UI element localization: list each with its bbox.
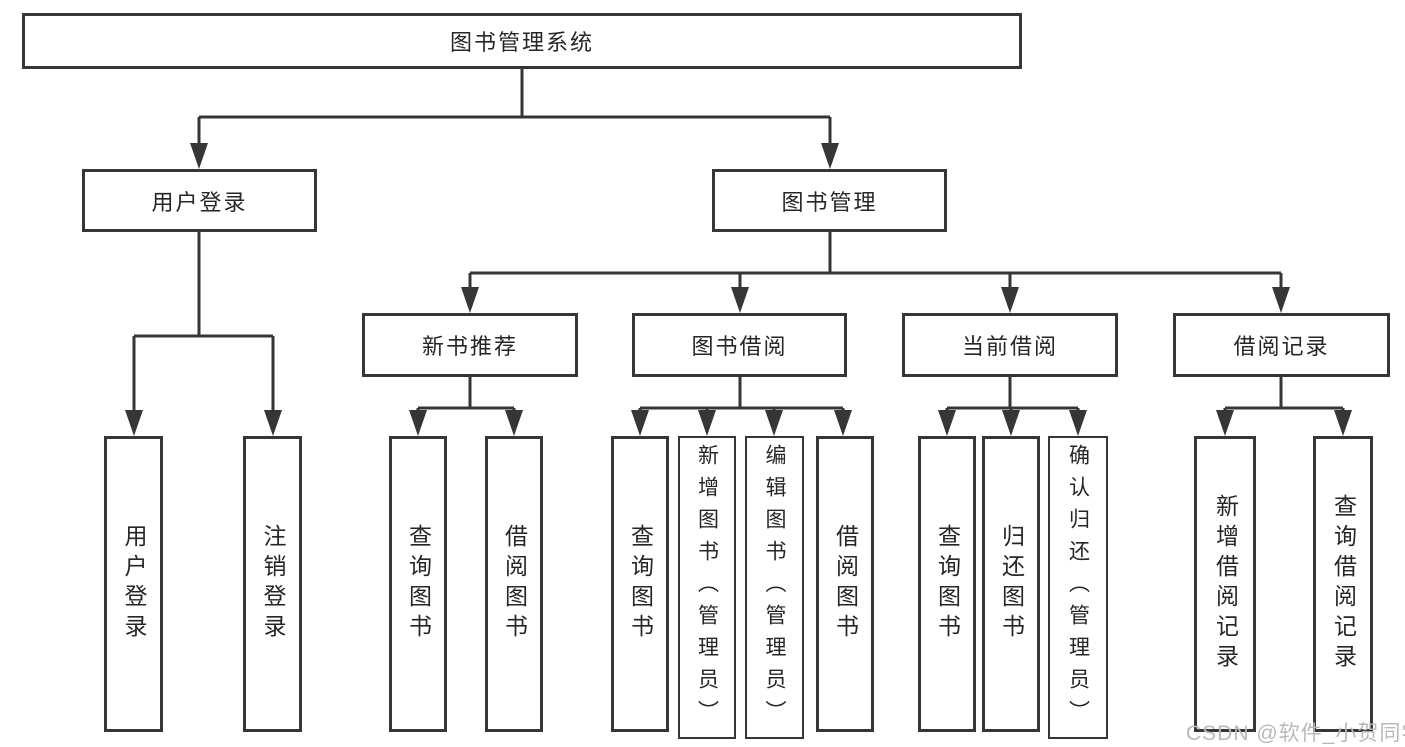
node-label: 新增图书（管理员） [695, 443, 719, 732]
node-library-management-system: 图书管理系统 [22, 13, 1022, 69]
leaf-query-books-borrowing: 查询图书 [611, 436, 669, 732]
leaf-return-books: 归还图书 [982, 436, 1040, 732]
leaf-confirm-return-admin: 确认归还（管理员） [1048, 436, 1108, 739]
node-label: 图书借阅 [691, 334, 788, 359]
leaf-edit-books-admin: 编辑图书（管理员） [745, 436, 804, 739]
node-label: 用户登录 [151, 189, 248, 215]
leaf-user-login: 用户登录 [104, 436, 163, 732]
node-current-borrowing: 当前借阅 [902, 313, 1118, 377]
node-borrowing-records: 借阅记录 [1173, 313, 1390, 377]
leaf-borrow-books: 借阅图书 [816, 436, 874, 732]
node-label: 查询图书 [934, 524, 961, 644]
node-label: 图书管理系统 [449, 30, 594, 55]
node-user-login: 用户登录 [82, 169, 317, 232]
node-label: 归还图书 [998, 524, 1025, 644]
node-label: 新书推荐 [421, 334, 518, 359]
node-label: 用户登录 [121, 524, 147, 644]
node-label: 查询图书 [405, 524, 432, 644]
node-label: 借阅记录 [1233, 334, 1330, 359]
arrowheads [125, 143, 1352, 436]
node-label: 当前借阅 [961, 334, 1058, 359]
node-label: 查询借阅记录 [1330, 494, 1357, 674]
leaf-logout: 注销登录 [243, 436, 302, 732]
leaf-query-books-current: 查询图书 [918, 436, 976, 732]
node-label: 借阅图书 [501, 524, 528, 644]
node-book-borrowing: 图书借阅 [632, 313, 847, 377]
leaf-add-books-admin: 新增图书（管理员） [678, 436, 736, 739]
node-book-management: 图书管理 [712, 169, 947, 232]
node-label: 查询图书 [627, 524, 654, 644]
node-label: 图书管理 [781, 189, 878, 215]
node-label: 注销登录 [260, 524, 286, 644]
node-label: 确认归还（管理员） [1066, 443, 1090, 732]
leaf-query-borrow-record: 查询借阅记录 [1313, 436, 1373, 732]
node-label: 新增借阅记录 [1212, 494, 1239, 674]
leaf-add-borrow-record: 新增借阅记录 [1194, 436, 1256, 732]
node-label: 编辑图书（管理员） [763, 443, 786, 732]
leaf-query-books-recommend: 查询图书 [389, 436, 447, 732]
node-new-book-recommend: 新书推荐 [362, 313, 578, 377]
node-label: 借阅图书 [832, 524, 859, 644]
leaf-borrow-books-recommend: 借阅图书 [485, 436, 543, 732]
